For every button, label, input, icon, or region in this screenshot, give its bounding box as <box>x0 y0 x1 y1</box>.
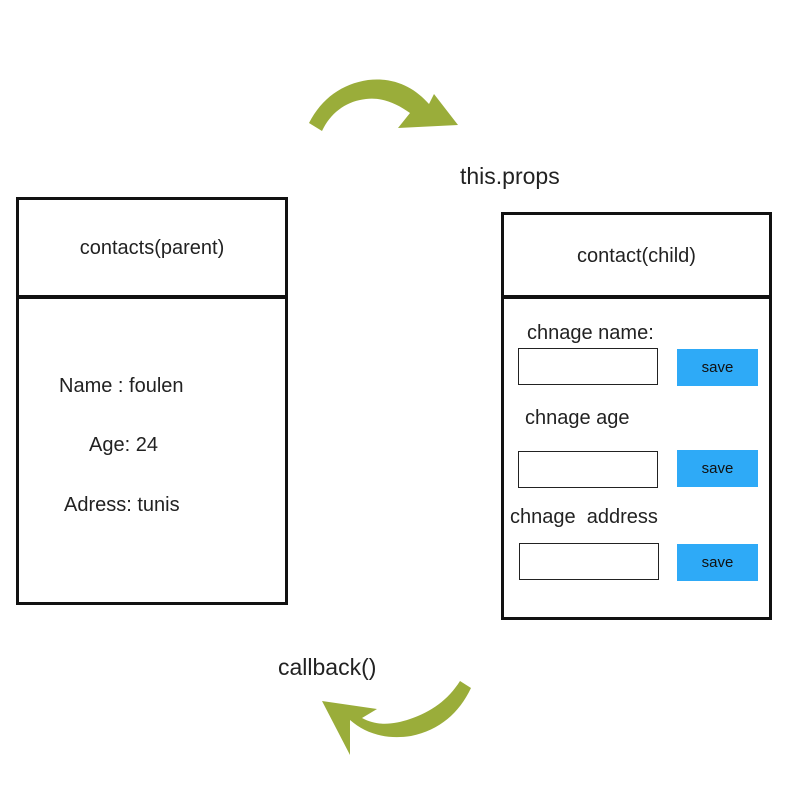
change-name-input[interactable] <box>518 348 658 385</box>
change-name-label: chnage name: <box>527 322 654 344</box>
change-age-label: chnage age <box>525 407 630 429</box>
parent-title: contacts(parent) <box>79 236 225 259</box>
save-age-button[interactable]: save <box>677 450 758 487</box>
save-name-button[interactable]: save <box>677 349 758 386</box>
change-address-input[interactable] <box>519 543 659 580</box>
callback-flow-label: callback() <box>278 654 377 680</box>
parent-component-box: contacts(parent) Name : foulen Age: 24 A… <box>16 197 288 605</box>
change-age-input[interactable] <box>518 451 658 488</box>
child-component-box: contact(child) chnage name: save chnage … <box>501 212 772 620</box>
parent-header-divider <box>19 295 285 299</box>
child-header-divider <box>504 295 769 299</box>
parent-age-field: Age: 24 <box>89 434 158 456</box>
parent-name-field: Name : foulen <box>59 375 184 397</box>
save-address-button[interactable]: save <box>677 544 758 581</box>
change-address-label: chnage address <box>510 506 658 528</box>
child-title: contact(child) <box>577 244 696 267</box>
props-flow-label: this.props <box>460 163 560 189</box>
parent-address-field: Adress: tunis <box>64 494 180 516</box>
